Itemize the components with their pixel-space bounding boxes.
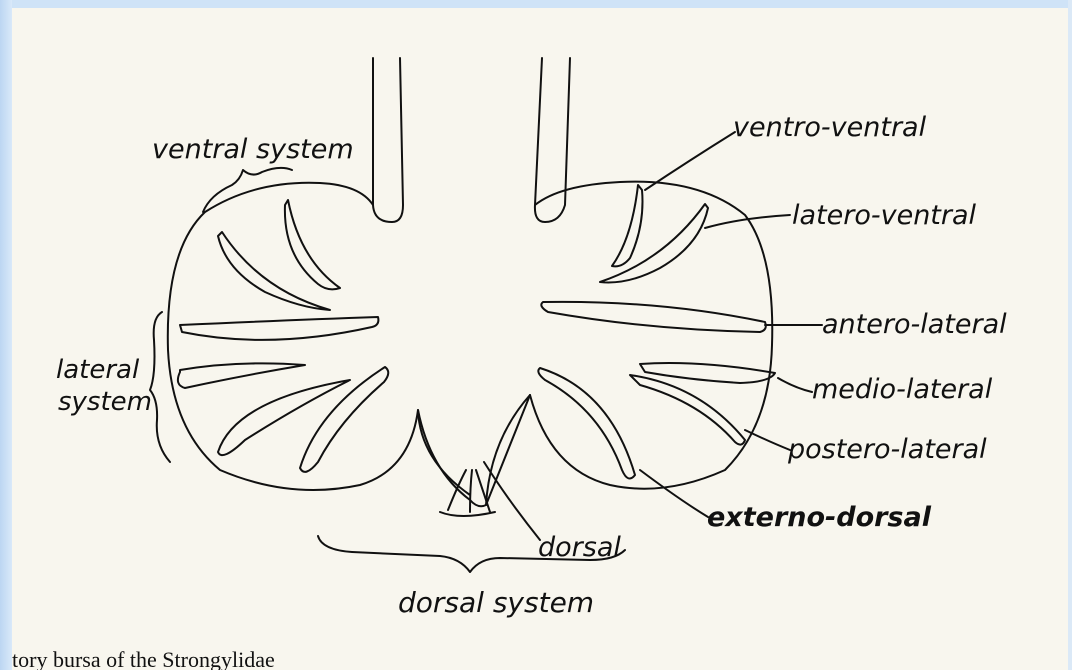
- left-ray-medio: [178, 363, 305, 388]
- label-externo-dorsal: externo-dorsal: [707, 502, 932, 533]
- right-ray-medio: [640, 363, 775, 383]
- window-frame-top: [0, 0, 1072, 8]
- left-lobe-outline: [168, 58, 530, 506]
- dorsal-center: [418, 395, 530, 516]
- figure-caption: tory bursa of the Strongylidae: [12, 645, 275, 670]
- left-ray-postero: [218, 380, 350, 455]
- label-dorsal-system: dorsal system: [398, 586, 594, 619]
- bursa-diagram: ventral system lateral system dorsal sys…: [12, 8, 1068, 670]
- leader-dorsal: [484, 462, 540, 540]
- right-ray-antero: [541, 302, 765, 332]
- right-ray-externo: [538, 368, 635, 479]
- left-ray-antero: [180, 317, 378, 340]
- label-postero-lateral: postero-lateral: [787, 434, 987, 465]
- left-ray-latero: [218, 232, 330, 310]
- label-ventral-system: ventral system: [152, 134, 354, 165]
- leader-ventro-ventral: [645, 132, 735, 190]
- label-antero-lateral: antero-lateral: [822, 309, 1007, 340]
- label-system: system: [58, 387, 152, 417]
- right-ray-latero: [600, 204, 708, 282]
- right-ray-ventro: [612, 185, 643, 266]
- leader-postero-lateral: [745, 430, 790, 450]
- scanned-page: ventral system lateral system dorsal sys…: [12, 8, 1068, 670]
- label-ventro-ventral: ventro-ventral: [733, 112, 927, 143]
- window-frame-right: [1068, 0, 1072, 670]
- label-medio-lateral: medio-lateral: [812, 374, 993, 405]
- leader-externo-dorsal: [640, 470, 708, 517]
- label-dorsal: dorsal: [538, 532, 621, 563]
- right-ray-postero: [630, 375, 745, 445]
- label-lateral: lateral: [56, 355, 140, 385]
- leader-medio-lateral: [778, 378, 812, 392]
- label-latero-ventral: latero-ventral: [792, 200, 977, 231]
- left-ray-ventro: [285, 200, 340, 289]
- window-frame-left: [0, 0, 12, 670]
